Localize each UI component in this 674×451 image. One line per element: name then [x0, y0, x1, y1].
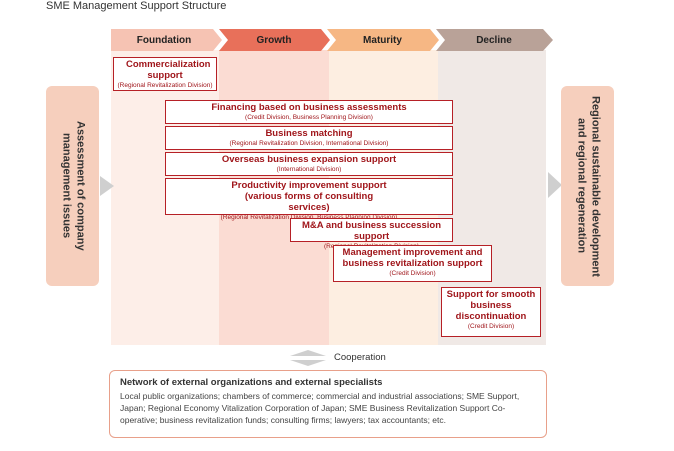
foundation-arrow: [111, 29, 222, 51]
support-division: (Regional Revitalization Division, Inter…: [229, 140, 389, 147]
support-division: (Regional Revitalization Division): [117, 82, 213, 89]
commercialization-support-box: Commercialization support (Regional Revi…: [113, 57, 217, 91]
stage-arrows: [111, 29, 553, 51]
support-division: (Credit Division): [467, 323, 515, 330]
stage-growth: Growth: [256, 34, 292, 46]
growth-arrow: [219, 29, 330, 51]
support-division: (International Division): [276, 166, 342, 173]
decline-arrow: [436, 29, 553, 51]
support-title: Commercialization support: [126, 59, 211, 81]
ma-succession-box: M&A and business succession support (Reg…: [290, 218, 453, 250]
stage-decline: Decline: [476, 34, 512, 46]
network-body: Local public organizations; chambers of …: [120, 391, 520, 425]
assessment-label: Assessment of company management issues: [60, 121, 87, 251]
assessment-panel: Assessment of company management issues: [46, 86, 99, 286]
external-network-box: Network of external organizations and ex…: [109, 370, 547, 438]
support-title: M&A and business succession support: [301, 220, 442, 242]
productivity-improvement-box: Productivity improvement support (variou…: [165, 178, 453, 221]
page-title: SME Management Support Structure: [46, 0, 227, 12]
support-title: Financing based on business assessments: [211, 102, 407, 113]
support-division: (Credit Division, Business Planning Divi…: [245, 114, 373, 121]
support-title: Overseas business expansion support: [221, 154, 397, 165]
regional-panel: Regional sustainable development and reg…: [561, 86, 614, 286]
maturity-arrow: [327, 29, 439, 51]
support-title: Management improvement and business revi…: [342, 247, 483, 269]
right-arrow-icon: [100, 176, 114, 196]
support-division: (Regional Revitalization Division, Busin…: [220, 214, 398, 221]
support-division: (Credit Division): [389, 270, 436, 277]
network-title: Network of external organizations and ex…: [120, 377, 383, 388]
overseas-expansion-box: Overseas business expansion support (Int…: [165, 152, 453, 176]
stage-foundation: Foundation: [136, 34, 192, 46]
regional-label: Regional sustainable development and reg…: [575, 95, 602, 277]
support-title: Support for smooth business discontinuat…: [446, 289, 536, 322]
financing-box: Financing based on business assessments …: [165, 100, 453, 124]
business-discontinuation-box: Support for smooth business discontinuat…: [441, 287, 541, 337]
business-revitalization-box: Management improvement and business revi…: [333, 245, 492, 282]
stage-maturity: Maturity: [363, 34, 402, 46]
support-title: Business matching: [265, 128, 353, 139]
bidirectional-arrow-icon: [290, 350, 326, 366]
cooperation-label: Cooperation: [334, 352, 386, 363]
support-title: Productivity improvement support (variou…: [231, 180, 387, 213]
right-arrow-icon: [548, 172, 562, 198]
business-matching-box: Business matching (Regional Revitalizati…: [165, 126, 453, 150]
